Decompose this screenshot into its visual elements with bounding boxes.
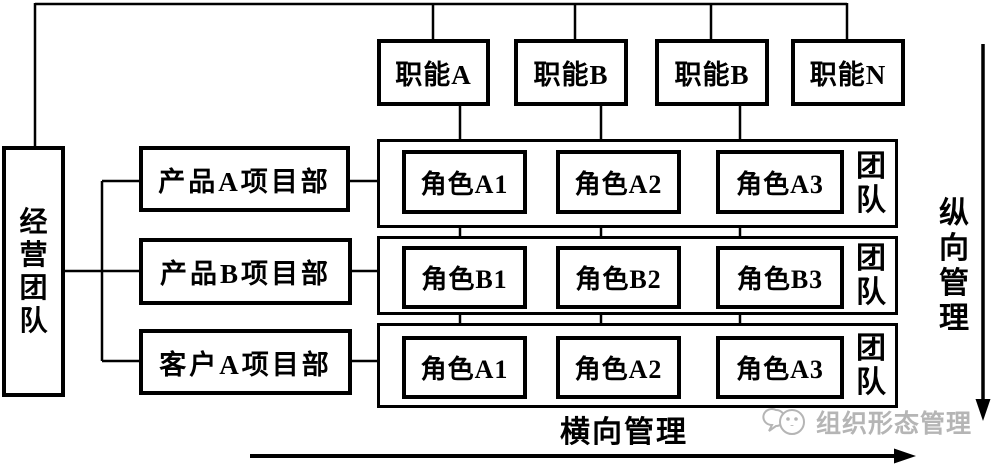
role-box: 角色B1 [402,246,527,309]
role-box: 角色A2 [556,336,681,399]
role-label: 角色A2 [574,169,663,199]
management-team-label: 经营团队 [19,206,48,337]
role-box: 角色A2 [556,150,681,214]
vertical-management-label: 纵向管理 [939,197,969,335]
speech-bubbles-logo-icon [762,408,805,435]
role-label: 角色A2 [574,355,663,384]
team-tag-label: 团队 [856,241,886,309]
project-label: 客户A项目部 [159,349,332,380]
watermark: 组织形态管理 [762,404,972,440]
team-container-2: 角色B1 角色B2 角色B3 团队 [377,236,898,315]
role-label: 角色A1 [420,169,509,199]
watermark-text: 组织形态管理 [816,411,973,438]
role-label: 角色A3 [736,355,824,384]
role-box: 角色B3 [716,246,844,309]
role-box: 角色A1 [402,336,527,399]
project-box-product-a: 产品A项目部 [139,146,350,212]
function-box-n: 职能N [791,39,905,106]
team-container-3: 角色A1 角色A2 角色A3 团队 [377,323,898,408]
function-label: 职能B [674,60,750,90]
project-box-product-b: 产品B项目部 [139,238,352,305]
function-label: 职能N [809,60,887,90]
function-label: 职能B [533,60,609,90]
team-tag-label: 团队 [856,149,886,217]
project-box-customer-a: 客户A项目部 [139,329,352,395]
function-box-a: 职能A [377,39,490,106]
role-box: 角色A1 [402,150,527,214]
team-tag-label: 团队 [856,331,886,399]
function-box-b1: 职能B [514,39,628,106]
management-team-box: 经营团队 [2,146,65,397]
role-label: 角色A1 [420,355,509,384]
function-box-b2: 职能B [655,39,769,106]
role-label: 角色B1 [421,265,508,294]
team-tag: 团队 [852,239,890,312]
role-box: 角色A3 [716,336,844,399]
team-container-1: 角色A1 角色A2 角色A3 团队 [377,139,898,228]
team-tag: 团队 [852,142,890,225]
role-box: 角色A3 [716,150,844,214]
team-tag: 团队 [852,326,890,405]
role-label: 角色A3 [736,169,824,199]
down-arrow-icon [975,44,991,421]
project-label: 产品A项目部 [158,166,331,197]
role-label: 角色B2 [575,265,662,294]
role-box: 角色B2 [556,246,681,309]
horizontal-management-label: 横向管理 [560,416,688,449]
project-label: 产品B项目部 [159,259,331,289]
role-label: 角色B3 [736,265,824,294]
function-label: 职能A [395,60,472,90]
